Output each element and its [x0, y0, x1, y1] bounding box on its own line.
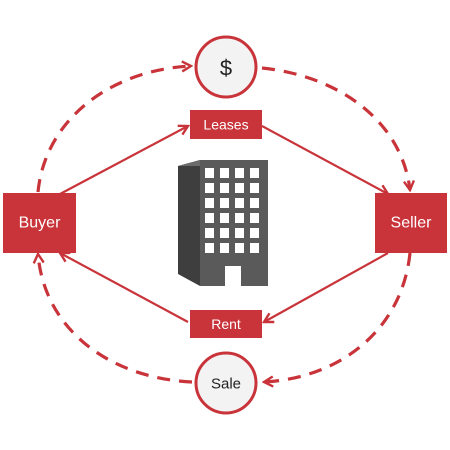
arrow-buyer-to-leases [59, 126, 188, 195]
building-window [220, 228, 229, 238]
building-window [235, 213, 244, 223]
leases-node: Leases [190, 110, 262, 139]
building-window [205, 243, 214, 253]
building-window [250, 243, 259, 253]
building-window [250, 213, 259, 223]
leases-label: Leases [203, 117, 248, 133]
seller-node: Seller [375, 193, 447, 253]
building-windows [205, 168, 259, 253]
dashed-arc-sale-to-buyer [38, 254, 193, 384]
building-window [205, 183, 214, 193]
building-window [250, 183, 259, 193]
building-window [205, 168, 214, 178]
arrow-rent-to-buyer [60, 253, 189, 323]
office-building-icon [178, 160, 268, 286]
dashed-arc-buyer-to-money [36, 66, 191, 193]
building-window [235, 228, 244, 238]
building-window [220, 243, 229, 253]
sale-label: Sale [211, 376, 241, 393]
seller-label: Seller [391, 215, 433, 232]
building-window [205, 228, 214, 238]
arrow-seller-to-rent [264, 252, 389, 322]
building-window [235, 243, 244, 253]
building-window [235, 198, 244, 208]
dashed-arc-money-to-seller [261, 66, 410, 190]
buyer-label: Buyer [19, 215, 61, 232]
arrow-leases-to-seller [261, 125, 388, 194]
building-window [250, 228, 259, 238]
building-window [220, 168, 229, 178]
building-window [220, 198, 229, 208]
building-window [205, 198, 214, 208]
building-window [235, 168, 244, 178]
money-node: $ [194, 35, 258, 99]
dollar-icon: $ [220, 56, 232, 81]
building-window [205, 213, 214, 223]
building-window [250, 168, 259, 178]
rent-node: Rent [190, 310, 262, 338]
buyer-node: Buyer [3, 193, 76, 253]
building-door [225, 266, 241, 286]
building-window [220, 183, 229, 193]
building-window [220, 213, 229, 223]
rent-label: Rent [211, 316, 241, 332]
building-window [235, 183, 244, 193]
sale-node: Sale [194, 351, 258, 415]
dashed-arc-seller-to-sale [264, 252, 412, 382]
building-window [250, 198, 259, 208]
